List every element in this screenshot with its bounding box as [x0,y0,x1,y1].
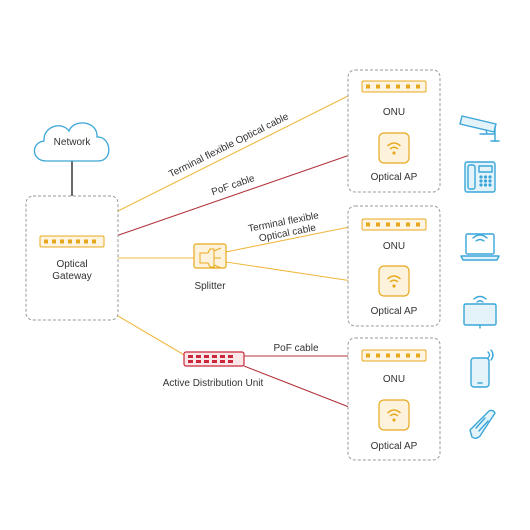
onu-label: ONU [383,374,405,385]
gateway-label-line1: Optical [56,259,87,270]
gateway-label-line2: Gateway [52,271,91,282]
splitter: Splitter [193,243,227,292]
optical-ap-label: Optical AP [371,306,418,317]
optical-ap-icon [378,265,410,297]
phone-icon [464,161,496,193]
mobile-icon [470,349,494,388]
device-group-3: ONU Optical AP [347,337,441,461]
terminal-icons [459,115,500,439]
cloud-icon [33,122,110,162]
onu-label: ONU [383,241,405,252]
optical-gateway: Optical Gateway [25,195,119,321]
optical-ap-label: Optical AP [371,441,418,452]
splitter-to-ap-line [225,261,373,285]
terminal-flexible-optical-cable-label-1: Terminal flexible Optical cable [167,111,291,180]
pof-cable-line-1 [115,147,371,237]
laptop-icon [460,233,500,261]
optical-cable-line-1 [115,85,369,213]
device-group-1: ONU Optical AP [347,69,441,193]
onu-device-icon [361,218,427,231]
onu-device-icon [361,349,427,362]
pof-cable-label-2: PoF cable [273,343,318,354]
pof-cable-label-1: PoF cable [210,173,257,198]
onu-device-icon [361,80,427,93]
camera-icon [459,115,500,142]
adu-label: Active Distribution Unit [163,378,264,389]
active-distribution-unit: Active Distribution Unit [163,351,264,389]
network-label: Network [54,137,92,148]
desktop-icon [463,295,497,329]
splitter-icon [193,243,227,269]
device-group-2: ONU Optical AP [347,205,441,327]
network-cloud: Network [33,122,110,162]
optical-ap-icon [378,399,410,431]
optical-cable-line-2 [225,223,365,253]
optical-ap-icon [378,132,410,164]
onu-label: ONU [383,107,405,118]
gateway-to-adu-line [117,315,187,357]
adu-device-icon [183,351,245,367]
splitter-label: Splitter [194,281,226,292]
optical-ap-label: Optical AP [371,172,418,183]
gateway-device-icon [39,235,105,248]
pos-terminal-icon [469,409,496,439]
